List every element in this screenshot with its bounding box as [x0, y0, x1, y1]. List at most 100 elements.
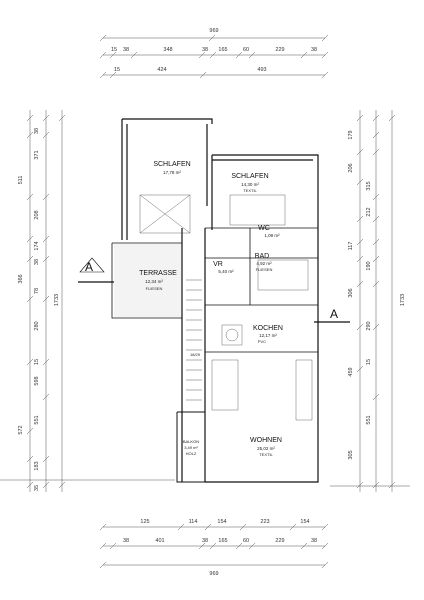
room-area: 14,30 m²: [241, 182, 259, 187]
bottom-dimensions: [99, 523, 329, 569]
room-wohnen: WOHNEN 25,02 m² TEXTIL: [250, 437, 282, 457]
room-bad: BAD 4,92 m² FLIESEN: [255, 253, 273, 272]
dim-label: 38: [123, 47, 129, 53]
bottom-row1-labels: 125 114 154 223 154: [140, 519, 309, 525]
dim-label: 190: [366, 261, 372, 270]
dim-label: 15: [34, 359, 40, 365]
dim-label: 38: [123, 538, 129, 544]
room-kochen: KOCHEN 12,17 m² PVC: [253, 325, 283, 344]
room-area: 3,49 m²: [184, 445, 198, 450]
dim-label: 165: [218, 47, 227, 53]
section-label: A: [85, 260, 93, 274]
room-floor: HOLZ: [186, 451, 197, 456]
room-wc: WC 1,09 m²: [258, 225, 280, 238]
dim-label: 35: [34, 485, 40, 491]
top-row2-labels: 15 424 493: [114, 67, 267, 73]
bottom-row2-labels: 38 401 38 165 60 229 38: [123, 538, 317, 544]
walls: [111, 118, 319, 483]
dim-label: 114: [189, 519, 198, 525]
dim-label: 493: [257, 67, 266, 73]
dim-label: 371: [34, 150, 40, 159]
dim-label: 38: [202, 538, 208, 544]
room-area: 1,09 m²: [264, 233, 280, 238]
room-area: 25,02 m²: [257, 446, 275, 451]
furniture: [139, 194, 313, 421]
dim-label: 459: [348, 367, 354, 376]
right-vertical-labels: 179 206 315 212 117 190 306 290 15 459 5…: [348, 130, 372, 459]
dim-label: 280: [34, 321, 40, 330]
dim-label: 551: [34, 415, 40, 424]
room-floor: FLIESEN: [256, 267, 273, 272]
room-area: 12,17 m²: [259, 333, 277, 338]
room-floor: PVC: [258, 339, 266, 344]
dim-label: 60: [243, 538, 249, 544]
dim-label: 38: [34, 259, 40, 265]
room-vr: VR 5,40 m²: [213, 261, 234, 274]
dim-label: 212: [366, 207, 372, 216]
room-balkon: BALKON 3,49 m² HOLZ: [183, 439, 199, 456]
dim-label: 290: [366, 321, 372, 330]
dim-label: 179: [348, 130, 354, 139]
room-name: BAD: [255, 253, 269, 260]
stair-label: 18/29: [190, 352, 201, 357]
dim-label: 38: [202, 47, 208, 53]
dim-label: 165: [218, 538, 227, 544]
dim-label: 206: [348, 163, 354, 172]
room-floor: TEXTIL: [259, 452, 273, 457]
dim-label: 38: [311, 538, 317, 544]
dim-label: 15: [111, 47, 117, 53]
stairs: [186, 279, 202, 401]
dim-label: 348: [163, 47, 172, 53]
top-dimensions: [99, 34, 329, 79]
section-label: A: [330, 307, 338, 321]
dim-label: 15: [366, 359, 372, 365]
room-area: 17,78 m²: [163, 170, 181, 175]
dim-label: 315: [366, 181, 372, 190]
room-name: KOCHEN: [253, 325, 283, 332]
dim-label: 125: [140, 519, 149, 525]
room-terrasse: TERRASSE 12,34 m² FLIESEN: [139, 270, 177, 291]
dim-label: 598: [34, 376, 40, 385]
dim-left-total: 1733: [54, 294, 60, 306]
dim-label: 154: [217, 519, 226, 525]
dim-label: 208: [34, 210, 40, 219]
dim-top-total: 969: [209, 28, 218, 34]
room-floor: FLIESEN: [146, 286, 163, 291]
dim-label: 305: [348, 450, 354, 459]
dim-label: 366: [18, 274, 24, 283]
room-name: WOHNEN: [250, 437, 282, 444]
dim-label: 38: [34, 128, 40, 134]
room-name: SCHLAFEN: [153, 161, 190, 168]
dim-label: 15: [114, 67, 120, 73]
left-vertical-labels: 38 371 511 208 174 38 366 78 280 15 598 …: [18, 128, 40, 491]
left-dimensions: [0, 110, 175, 492]
dim-label: 38: [311, 47, 317, 53]
top-row1-labels: 15 38 348 38 165 60 229 38: [111, 47, 317, 53]
dim-label: 229: [275, 538, 284, 544]
room-schlafen-2: SCHLAFEN 14,30 m² TEXTIL: [231, 173, 268, 193]
section-marker-right: A: [314, 307, 350, 323]
dim-bottom-total: 969: [209, 571, 218, 577]
room-name: VR: [213, 261, 223, 268]
dim-label: 78: [34, 288, 40, 294]
dim-label: 424: [157, 67, 166, 73]
dim-label: 183: [34, 461, 40, 470]
dim-label: 229: [275, 47, 284, 53]
dim-label: 174: [34, 241, 40, 250]
room-name: WC: [258, 225, 270, 232]
room-area: 4,92 m²: [256, 261, 272, 266]
dim-label: 306: [348, 288, 354, 297]
room-area: 12,34 m²: [145, 279, 163, 284]
room-schlafen-1: SCHLAFEN 17,78 m²: [153, 161, 190, 175]
dim-label: 401: [155, 538, 164, 544]
dim-label: 551: [366, 415, 372, 424]
dim-label: 60: [243, 47, 249, 53]
dim-label: 511: [18, 176, 24, 185]
right-dimensions: [330, 110, 410, 492]
room-name: BALKON: [183, 439, 199, 444]
dim-label: 223: [260, 519, 269, 525]
dim-label: 154: [300, 519, 309, 525]
room-floor: TEXTIL: [243, 188, 257, 193]
dim-label: 572: [18, 425, 24, 434]
